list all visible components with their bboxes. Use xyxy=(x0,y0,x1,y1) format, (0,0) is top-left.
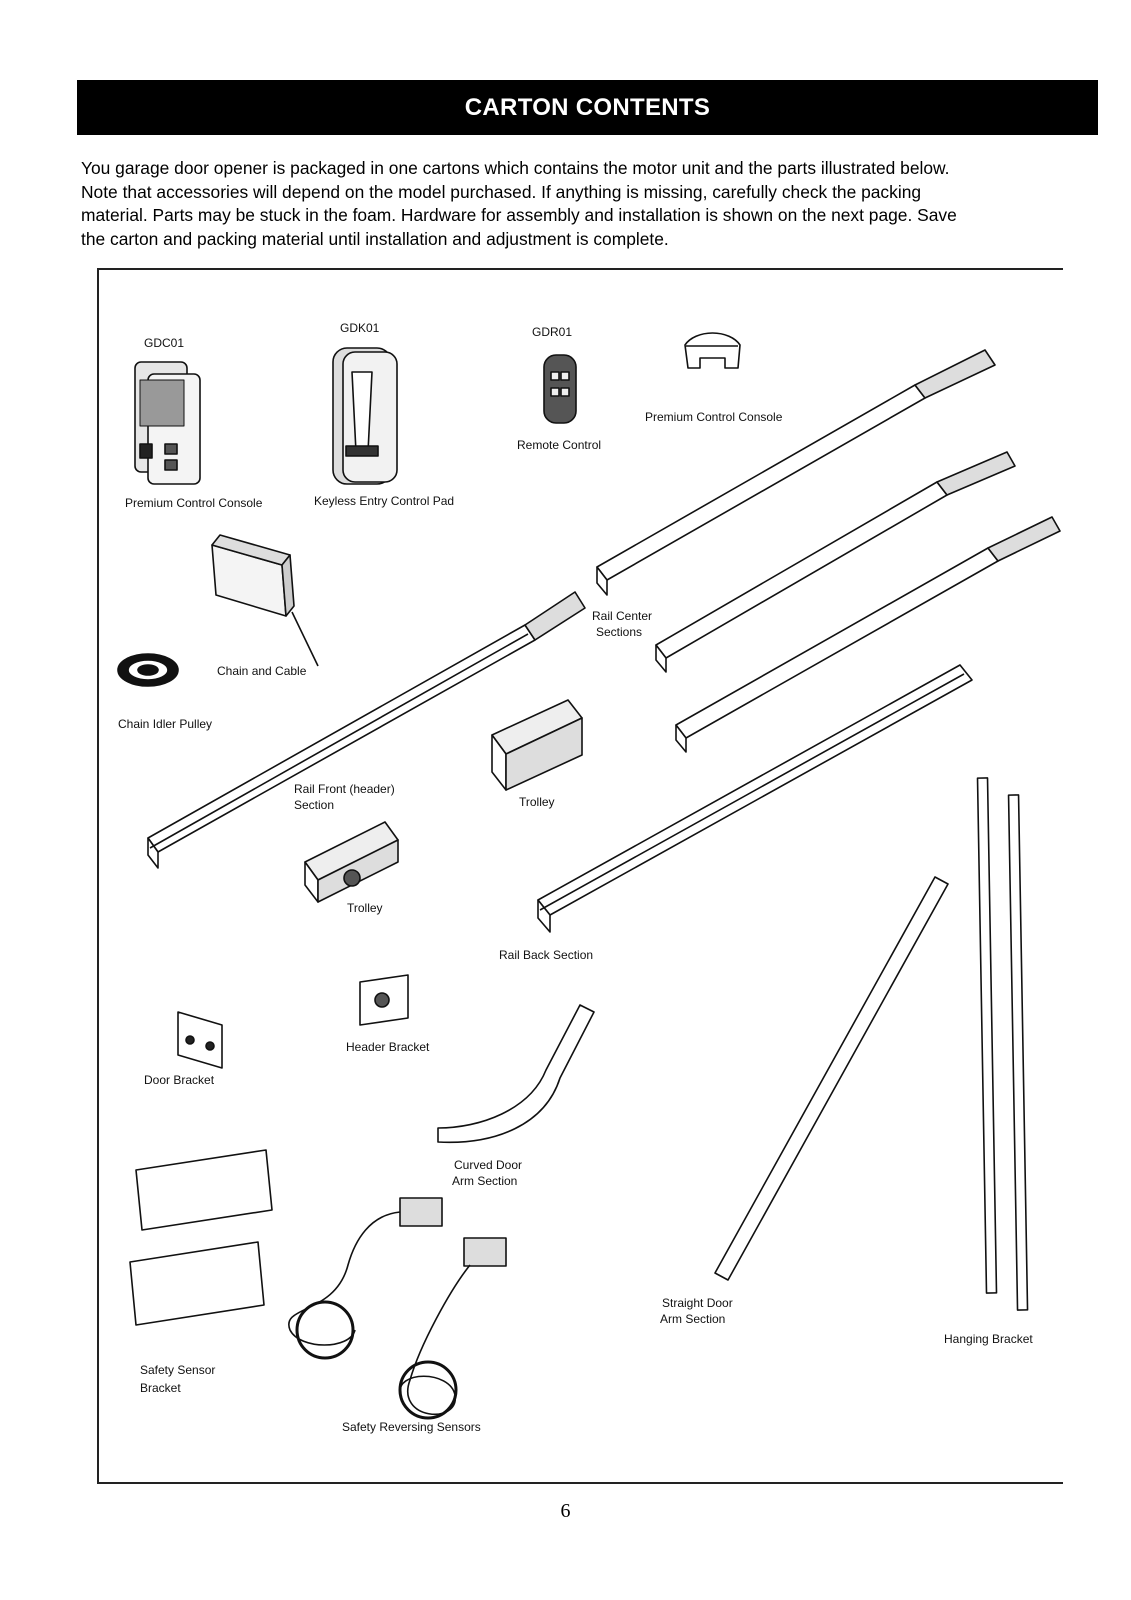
premium-control-console-label: Premium Control Console xyxy=(125,496,263,510)
door-bracket-label: Door Bracket xyxy=(144,1073,215,1087)
intro-line: You garage door opener is packaged in on… xyxy=(81,158,950,178)
chain-and-cable-drawing xyxy=(211,534,319,667)
rail-center-sections-label-line2: Sections xyxy=(596,625,643,639)
trolley-upper-label: Trolley xyxy=(519,795,555,809)
rail-front-section-label-line2: Section xyxy=(294,798,335,812)
intro-line: the carton and packing material until in… xyxy=(81,228,669,249)
rail-back-section-label: Rail Back Section xyxy=(499,948,594,962)
keyless-entry-pad-label: Keyless Entry Control Pad xyxy=(314,494,455,508)
premium-control-console-small-drawing xyxy=(684,332,741,369)
chain-and-cable-label: Chain and Cable xyxy=(217,664,307,678)
safety-sensor-bracket-label-line2: Bracket xyxy=(140,1381,181,1395)
trolley-lower-drawing xyxy=(304,821,399,903)
trolley-upper-drawing xyxy=(491,699,583,791)
curved-door-arm-label-line2: Arm Section xyxy=(452,1174,518,1188)
parts-illustration-frame xyxy=(97,268,1063,1484)
section-header-bar: CARTON CONTENTS xyxy=(77,80,1098,135)
chain-idler-pulley-drawing xyxy=(117,653,179,687)
section-title: CARTON CONTENTS xyxy=(464,93,711,121)
curved-door-arm-drawing xyxy=(437,1004,595,1144)
straight-door-arm-label-line2: Arm Section xyxy=(660,1312,726,1326)
rail-front-section-label-line1: Rail Front (header) xyxy=(294,782,395,796)
chain-idler-pulley-label: Chain Idler Pulley xyxy=(118,717,213,731)
safety-sensor-bracket-label-line1: Safety Sensor xyxy=(140,1363,216,1377)
gdk01-model-code: GDK01 xyxy=(340,321,380,335)
gdr01-model-code: GDR01 xyxy=(532,325,573,339)
premium-control-console-right-label: Premium Control Console xyxy=(645,410,783,424)
hanging-bracket-drawing xyxy=(976,777,1029,1311)
safety-reversing-sensors-drawing xyxy=(288,1197,507,1420)
keyless-entry-pad-drawing xyxy=(332,347,398,485)
header-bracket-label: Header Bracket xyxy=(346,1040,430,1054)
remote-control-drawing xyxy=(543,354,577,424)
premium-control-console-drawing xyxy=(134,361,201,485)
rail-center-sections-drawing xyxy=(596,349,1061,753)
header-bracket-drawing xyxy=(359,974,409,1026)
rail-back-section-drawing xyxy=(537,664,973,933)
door-bracket-drawing xyxy=(177,1011,223,1069)
safety-sensor-bracket-drawing xyxy=(129,1149,273,1326)
gdc01-model-code: GDC01 xyxy=(144,336,185,350)
rail-front-section-drawing xyxy=(147,591,586,869)
curved-door-arm-label-line1: Curved Door xyxy=(454,1158,523,1172)
intro-paragraph: You garage door opener is packaged in on… xyxy=(81,157,1081,251)
intro-line: Note that accessories will depend on the… xyxy=(81,181,922,202)
page-number: 6 xyxy=(560,1500,571,1522)
safety-reversing-sensors-label: Safety Reversing Sensors xyxy=(342,1420,481,1434)
straight-door-arm-label-line1: Straight Door xyxy=(662,1296,733,1310)
trolley-lower-label: Trolley xyxy=(347,901,383,915)
rail-center-sections-label-line1: Rail Center xyxy=(592,609,653,623)
straight-door-arm-drawing xyxy=(714,876,949,1281)
intro-line: material. Parts may be stuck in the foam… xyxy=(81,205,957,226)
hanging-bracket-label: Hanging Bracket xyxy=(944,1332,1033,1346)
remote-control-label: Remote Control xyxy=(517,438,602,452)
